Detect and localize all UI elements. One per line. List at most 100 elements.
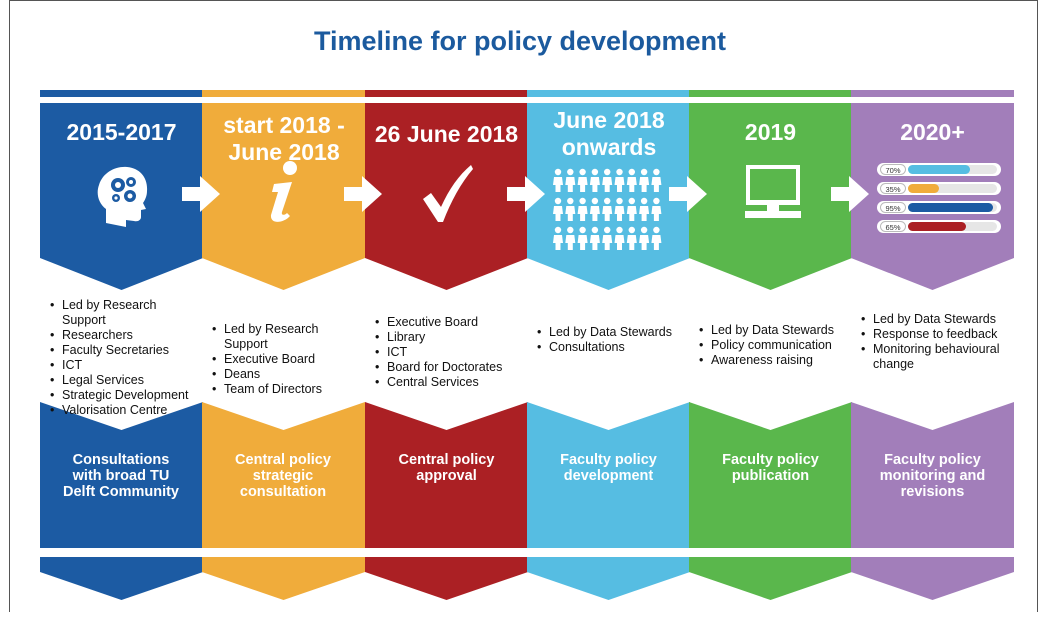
bottom-chevron <box>40 557 203 600</box>
stage-background <box>851 90 1014 600</box>
stage-phase: Consultations with broad TU Delft Commun… <box>63 452 179 500</box>
stage-period: 2019 <box>744 119 797 145</box>
footer-block <box>527 402 690 548</box>
actor-item: Executive Board <box>375 315 527 330</box>
actor-item: Led by Data Stewards <box>537 325 689 340</box>
actor-item: Researchers <box>50 328 202 343</box>
actor-item: Deans <box>212 367 364 382</box>
stage-phase: Central policy approval <box>398 452 495 484</box>
actor-item: Valorisation Centre <box>50 403 202 418</box>
stage-actor-list: Executive BoardLibraryICTBoard for Docto… <box>375 315 527 390</box>
progress-row: 70% <box>877 163 1001 176</box>
actor-item: Board for Doctorates <box>375 360 527 375</box>
progress-track <box>908 222 997 231</box>
stage-background <box>365 90 528 600</box>
progress-row: 35% <box>877 182 1001 195</box>
top-strip <box>851 90 1014 97</box>
actor-item: Central Services <box>375 375 527 390</box>
stage-background <box>689 90 852 600</box>
diagram-frame <box>9 0 1038 612</box>
progress-track <box>908 184 997 193</box>
actor-item: Awareness raising <box>699 353 851 368</box>
actor-item: Led by Research Support <box>212 322 364 352</box>
bottom-chevron <box>851 557 1014 600</box>
actor-item: Strategic Development <box>50 388 202 403</box>
stage-actor-list: Led by Data StewardsPolicy communication… <box>699 323 851 368</box>
progress-fill <box>908 184 940 193</box>
stage-column: June 2018 onwardsLed by Data StewardsCon… <box>527 0 690 617</box>
progress-row: 95% <box>877 201 1001 214</box>
actor-item: ICT <box>50 358 202 373</box>
people-group-icon <box>553 168 665 257</box>
progress-label: 35% <box>880 183 906 194</box>
arrow-right-icon <box>180 173 222 220</box>
bottom-chevron <box>365 557 528 600</box>
checkmark-icon <box>421 165 473 228</box>
actor-item: Policy communication <box>699 338 851 353</box>
bottom-chevron <box>202 557 365 600</box>
diagram-title: Timeline for policy development <box>313 26 727 56</box>
actor-item: Consultations <box>537 340 689 355</box>
arrow-right-icon <box>342 173 384 220</box>
actor-item: Led by Data Stewards <box>861 312 1013 327</box>
stage-period: start 2018 - June 2018 <box>223 112 345 165</box>
stage-phase: Faculty policy development <box>560 452 657 484</box>
stage-column: 2020+ Led by Data StewardsResponse to fee… <box>851 0 1014 617</box>
actor-item: Response to feedback <box>861 327 1013 342</box>
stage-period: 2015-2017 <box>66 119 177 145</box>
stage-phase: Central policy strategic consultation <box>235 452 331 500</box>
stage-column: 2015-2017Led by Research SupportResearch… <box>40 0 203 617</box>
progress-fill <box>908 165 971 174</box>
actor-item: Faculty Secretaries <box>50 343 202 358</box>
brain-gears-icon <box>96 165 148 232</box>
stage-phase: Faculty policy monitoring and revisions <box>879 452 986 500</box>
actor-item: Led by Data Stewards <box>699 323 851 338</box>
stage-column: 2019Led by Data StewardsPolicy communica… <box>689 0 852 617</box>
stage-background <box>202 90 365 600</box>
stage-column: start 2018 - June 2018Led by Research Su… <box>202 0 365 617</box>
actor-item: Team of Directors <box>212 382 364 397</box>
actor-item: Executive Board <box>212 352 364 367</box>
progress-row: 65% <box>877 220 1001 233</box>
computer-monitor-icon <box>743 165 803 225</box>
stage-actor-list: Led by Research SupportExecutive BoardDe… <box>212 322 364 397</box>
top-strip <box>365 90 528 97</box>
stage-period: 2020+ <box>900 119 965 145</box>
progress-track <box>908 203 997 212</box>
footer-block <box>202 402 365 548</box>
actor-item: Led by Research Support <box>50 298 202 328</box>
footer-block <box>689 402 852 548</box>
stage-phase: Faculty policy publication <box>722 452 819 484</box>
stage-period: 26 June 2018 <box>374 121 519 147</box>
arrow-right-icon <box>505 173 547 220</box>
top-strip <box>40 90 203 97</box>
arrow-right-icon <box>667 173 709 220</box>
bottom-chevron <box>527 557 690 600</box>
progress-track <box>908 165 997 174</box>
progress-label: 95% <box>880 202 906 213</box>
top-strip <box>202 90 365 97</box>
footer-block <box>365 402 528 548</box>
info-icon <box>260 160 304 229</box>
stage-actor-list: Led by Data StewardsResponse to feedback… <box>861 312 1013 372</box>
stage-background <box>527 90 690 600</box>
stage-period: June 2018 onwards <box>553 107 665 160</box>
stage-actor-list: Led by Data StewardsConsultations <box>537 325 689 355</box>
footer-block <box>851 402 1014 548</box>
stage-column: 26 June 2018Executive BoardLibraryICTBoa… <box>365 0 528 617</box>
progress-fill <box>908 222 966 231</box>
header-chevron <box>527 103 690 290</box>
bottom-chevron <box>689 557 852 600</box>
actor-item: ICT <box>375 345 527 360</box>
progress-fill <box>908 203 993 212</box>
top-strip <box>689 90 852 97</box>
stage-actor-list: Led by Research SupportResearchersFacult… <box>50 298 202 418</box>
actor-item: Monitoring behavioural change <box>861 342 1013 372</box>
progress-label: 65% <box>880 221 906 232</box>
header-chevron <box>851 103 1014 290</box>
footer-block <box>40 402 203 548</box>
actor-item: Legal Services <box>50 373 202 388</box>
top-strip <box>527 90 690 97</box>
arrow-right-icon <box>829 173 871 220</box>
actor-item: Library <box>375 330 527 345</box>
